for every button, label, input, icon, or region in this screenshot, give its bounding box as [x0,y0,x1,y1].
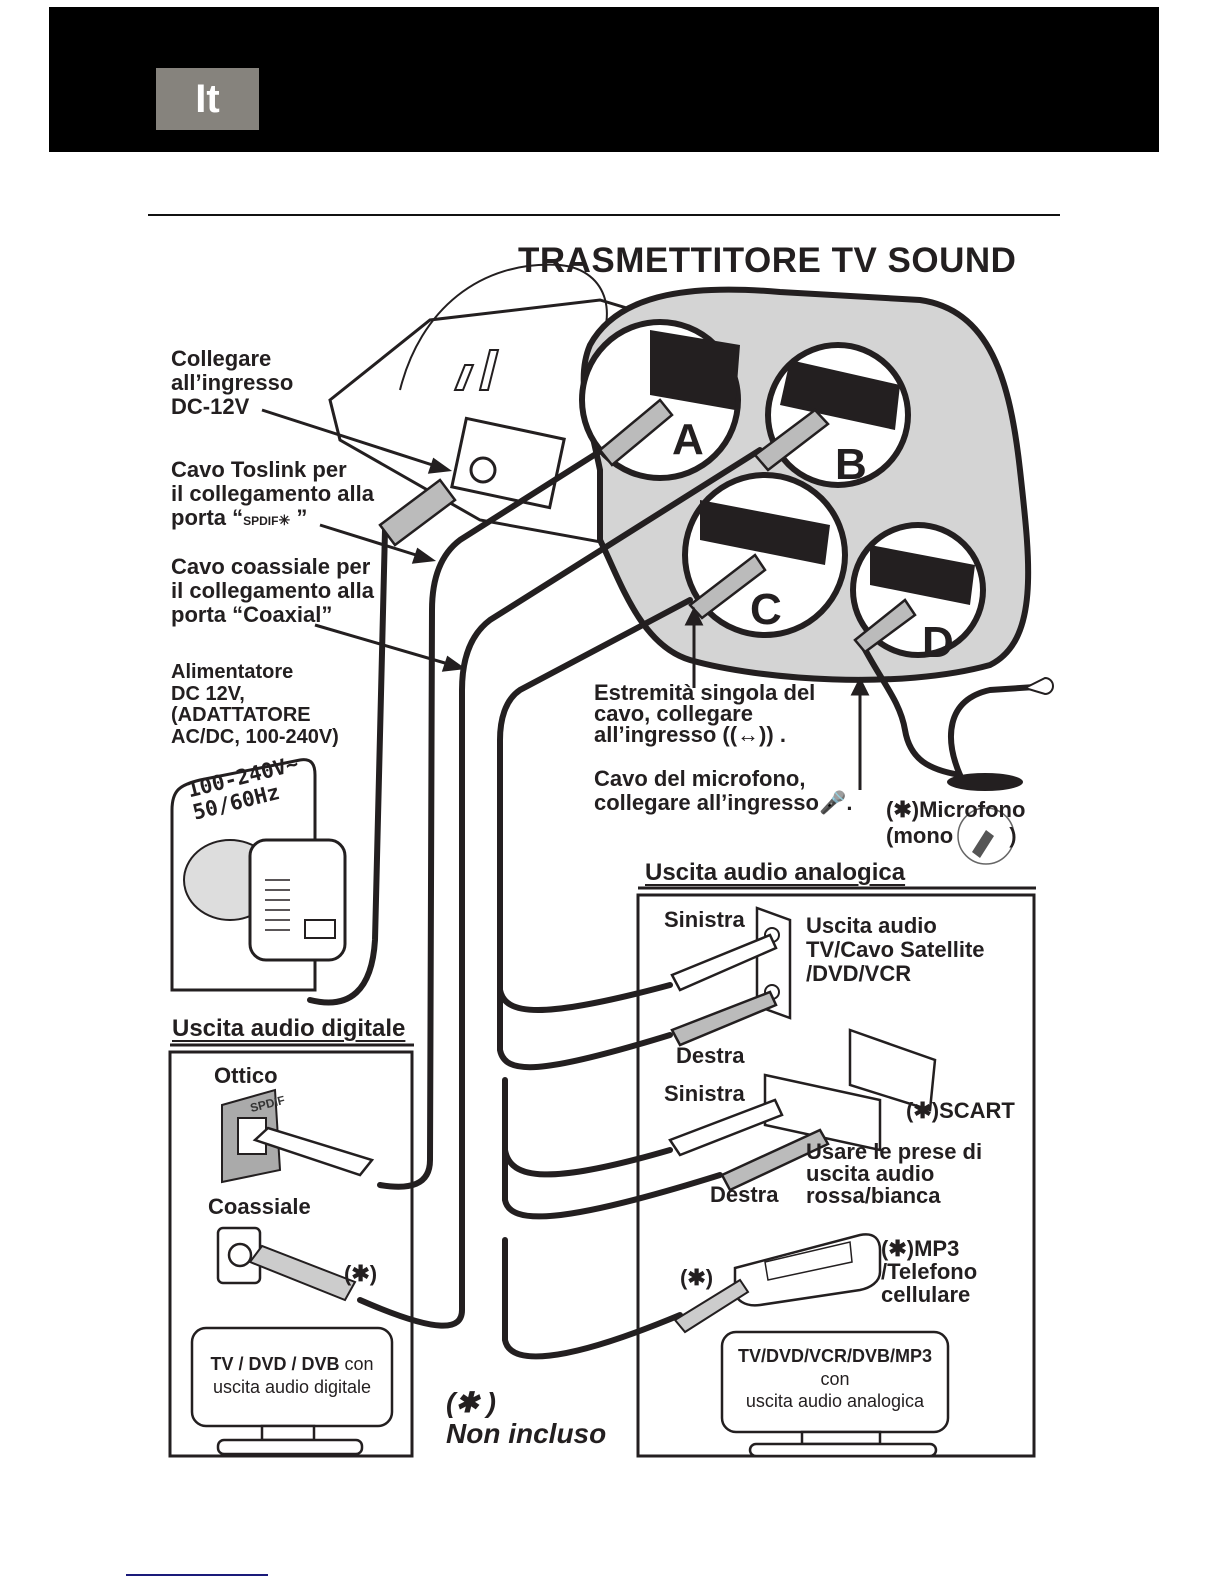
callout-line: collegare all’ingresso🎤. [594,789,853,815]
callout-text: collegare all’ingresso [594,789,819,815]
callout-mic-cable: Cavo del microfono, collegare all’ingres… [594,767,853,815]
callout-line: (ADATTATORE [171,704,311,727]
spdif-star-icon: ✳ [278,511,291,528]
detail-letter-b: B [835,440,867,489]
callout-line: (✱)Microfono [886,797,1026,822]
callout-line: Uscita audio [806,913,937,938]
label-right-2: Destra [710,1182,779,1207]
tv-label-bold: TV / DVD / DVB [210,1354,340,1374]
power-adapter [170,758,347,992]
scart-illustration [668,1028,937,1192]
callout-line: porta “SPDIF✳ ” [171,504,374,530]
optical-label: Ottico [214,1063,278,1088]
callout-line: DC-12V [171,393,250,419]
section-rule [148,214,1060,216]
callout-dc-input: Collegare all’ingresso DC-12V [171,347,293,418]
cables [307,442,1038,1360]
line-in-icon: ((↔)) [722,721,774,747]
callout-coaxial: Cavo coassiale per il collegamento alla … [171,555,374,626]
callout-line: uscita audio [806,1161,935,1186]
footer-underline [126,1574,268,1576]
microphone-illustration [947,676,1054,865]
coaxial-port-illustration [216,1226,357,1302]
coax-not-included-note: (✱) [344,1261,378,1286]
callout-text: porta “ [171,504,244,530]
callout-microphone: (✱)Microfono (mono) [886,797,1025,850]
label-left-1: Sinistra [664,907,745,932]
callout-line: all’ingresso ((↔)) . [594,721,815,747]
callout-line: Cavo Toslink per [171,457,347,482]
analog-source-label: Uscita audio TV/Cavo Satellite /DVD/VCR [806,914,985,985]
detail-letter-c: C [750,585,782,634]
language-badge: It [156,68,259,130]
callout-text: ) [1009,823,1017,849]
callout-line: (✱)MP3 [881,1236,960,1261]
analog-section-heading: Uscita audio analogica [645,859,906,886]
scart-label: (✱)SCART [906,1098,1015,1123]
callout-line: rossa/bianca [806,1183,941,1208]
callout-line: /Telefono [881,1259,978,1285]
tv-digital [190,1326,394,1456]
tv-digital-label: TV / DVD / DVB con uscita audio digitale [192,1353,392,1398]
callout-line: (mono) [886,823,1025,849]
footnote-text: Non incluso [446,1417,607,1449]
callout-single-end: Estremità singola del cavo, collegare al… [594,680,816,747]
tv-label-rest: con [339,1354,374,1374]
footnote: (✱ ) Non incluso [446,1387,607,1450]
tv-label-line: TV / DVD / DVB con [192,1353,392,1376]
callout-line: cellulare [881,1282,971,1308]
callout-text: . [846,789,853,815]
coaxial-label: Coassiale [208,1194,311,1219]
callout-line: Collegare [171,346,272,371]
callout-line: Usare le prese di [806,1139,983,1164]
scart-note: Usare le prese di uscita audio rossa/bia… [806,1141,982,1207]
tv-label-line: uscita audio analogica [745,1391,925,1411]
callout-toslink: Cavo Toslink per il collegamento alla po… [171,458,374,529]
callout-line: DC 12V, [171,682,245,705]
callout-text: ” [290,504,308,530]
callout-line: il collegamento alla [171,480,374,506]
mp3-player-illustration [673,1233,882,1334]
callout-arrows [261,408,870,790]
callout-text: all’ingresso [594,721,717,747]
callout-line: cavo, collegare [594,700,753,726]
footnote-symbol: (✱ ) [446,1387,496,1418]
spdif-icon: SPDIF [243,513,279,528]
detail-letter-d: D [922,618,954,667]
label-right-1: Destra [676,1043,745,1068]
tv-label-line: con [820,1368,850,1389]
callout-line: AC/DC, 100-240V) [171,725,339,748]
tv-analog-label: TV/DVD/VCR/DVB/MP3 con uscita audio anal… [722,1345,948,1413]
microphone-icon: 🎤 [818,789,847,815]
callout-line: all’ingresso [171,369,294,395]
callout-line: il collegamento alla [171,577,374,603]
callout-power-supply: Alimentatore DC 12V, (ADATTATORE AC/DC, … [171,661,339,748]
rca-panel [670,906,792,1047]
tv-analog [720,1330,950,1458]
detail-letter-a: A [672,415,704,464]
callout-line: TV/Cavo Satellite [806,936,985,962]
digital-section-heading: Uscita audio digitale [172,1015,406,1042]
callout-text: . [779,721,786,747]
tv-label-line: TV/DVD/VCR/DVB/MP3 [737,1346,933,1366]
callout-line: Cavo coassiale per [171,554,371,579]
tv-label-line: uscita audio digitale [212,1376,372,1397]
jack-not-included-note: (✱) [680,1265,714,1290]
callout-line: Alimentatore [171,661,294,683]
callout-line: Estremità singola del [594,680,816,705]
label-left-2: Sinistra [664,1081,745,1106]
mp3-label: (✱)MP3 /Telefono cellulare [881,1237,977,1306]
callout-line: porta “Coaxial” [171,601,333,627]
optical-port-illustration [221,1088,375,1184]
callout-text: (mono [886,823,954,849]
callout-line: /DVD/VCR [806,960,912,986]
diagram-title: TRASMETTITORE TV SOUND [518,241,1017,280]
callout-line: Cavo del microfono, [594,766,806,791]
